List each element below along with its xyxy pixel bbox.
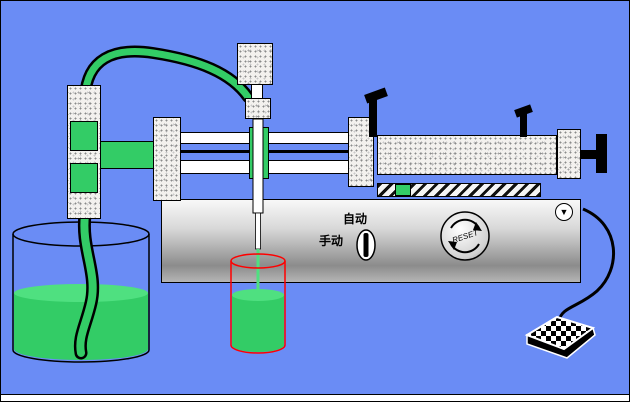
clamp-lever-right [520, 113, 527, 137]
bottle-liquid [232, 289, 284, 352]
cylinder-end-cap [557, 129, 581, 179]
bottom-border-strip [1, 394, 629, 401]
suction-tube [73, 208, 100, 360]
mode-manual-label: 手动 [318, 234, 343, 248]
mode-auto-label: 自动 [342, 212, 367, 226]
cylinder-piston-rod [580, 150, 597, 159]
valve-arm [100, 141, 154, 169]
valve-green-upper [70, 121, 98, 151]
left-rail-bracket [153, 117, 181, 201]
tank-liquid [14, 284, 148, 360]
valve-block [67, 85, 101, 219]
slide-indicator [395, 184, 411, 196]
filling-head-neck [251, 84, 263, 99]
liquid-tank [12, 221, 150, 363]
down-arrow-icon: ▼ [559, 206, 569, 217]
clamp-lever-left [369, 97, 377, 137]
filling-head-top-block [237, 43, 273, 85]
slide-rail [377, 183, 541, 197]
air-cylinder-barrel [377, 135, 557, 175]
valve-green-lower [70, 163, 98, 193]
filling-head-block [245, 98, 271, 119]
cylinder-end-plate [596, 134, 607, 173]
eject-button[interactable]: ▼ [555, 203, 573, 221]
foot-pedal[interactable] [524, 315, 596, 359]
pedal-checker-top[interactable] [524, 315, 596, 351]
feed-tube [79, 45, 254, 103]
carriage-block [249, 127, 269, 179]
